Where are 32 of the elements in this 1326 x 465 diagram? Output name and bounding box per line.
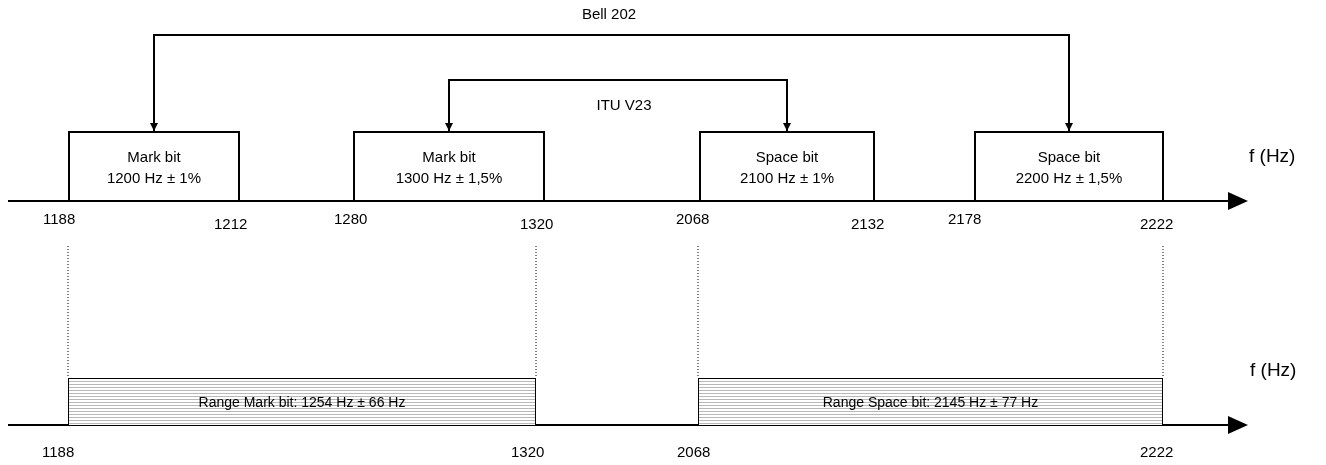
tick-label: 1320	[511, 443, 545, 460]
frequency-box	[353, 131, 545, 202]
bit-label: 1200 Hz ± 1%	[106, 167, 202, 188]
frequency-box	[68, 131, 240, 202]
double-arrow-connector	[150, 34, 1073, 132]
tick-label: 2222	[1140, 215, 1174, 232]
tick-label: 1320	[520, 215, 554, 232]
range-bar	[68, 378, 536, 426]
axis-label: f (Hz)	[1250, 359, 1297, 381]
tick-label: 1212	[214, 215, 248, 232]
range-bar	[698, 378, 1163, 426]
tick-label: 2132	[851, 215, 885, 232]
axis-label: f (Hz)	[1249, 145, 1296, 167]
range-label: Range Mark bit: 1254 Hz ± 66 Hz	[198, 392, 406, 412]
bit-label: 2100 Hz ± 1%	[739, 167, 835, 188]
bit-label: Mark bit	[127, 146, 181, 167]
tick-label: 1280	[334, 210, 368, 227]
bit-label: Mark bit	[422, 146, 476, 167]
bit-label: Space bit	[755, 146, 819, 167]
range-label: Range Space bit: 2145 Hz ± 77 Hz	[822, 392, 1039, 412]
tick-label: 2222	[1140, 443, 1174, 460]
frequency-box	[974, 131, 1164, 202]
tick-label: 2178	[948, 210, 982, 227]
double-arrow-connector	[445, 79, 791, 132]
tick-label: 2068	[677, 443, 711, 460]
tick-label: 1188	[42, 443, 75, 460]
bit-label: 1300 Hz ± 1,5%	[395, 167, 503, 188]
tick-label: 1188	[43, 210, 76, 227]
tick-label: 2068	[676, 210, 710, 227]
frequency-box	[699, 131, 875, 202]
bit-label: 2200 Hz ± 1,5%	[1015, 167, 1123, 188]
bit-label: Space bit	[1037, 146, 1101, 167]
